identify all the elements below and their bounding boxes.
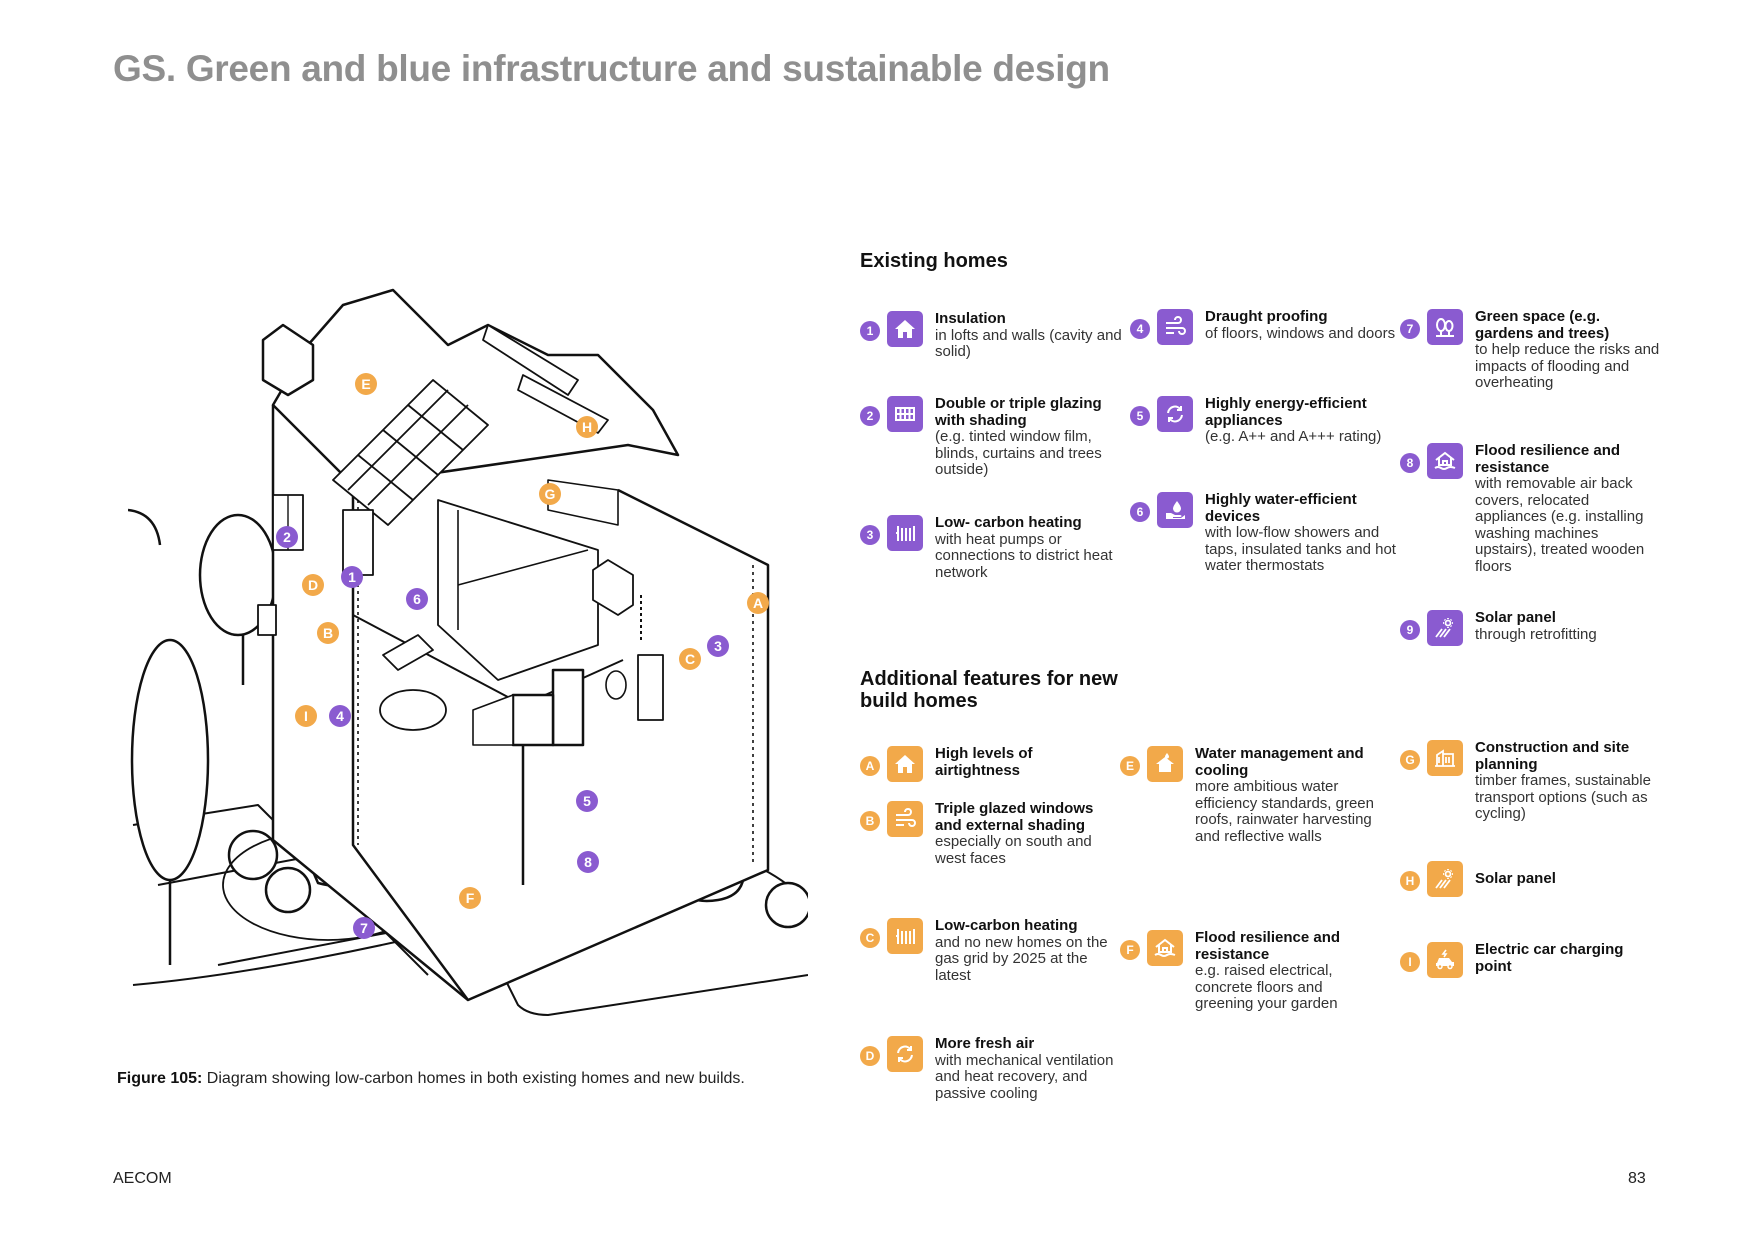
existing-item-green-space: 7 Green space (e.g. gardens and trees)to…: [1400, 308, 1660, 392]
new-item-badge: H: [1400, 871, 1420, 891]
new-item-desc: with mechanical ventilation and heat rec…: [935, 1051, 1114, 1102]
existing-homes-heading: Existing homes: [860, 250, 1008, 272]
new-item-title: Triple glazed windows and external shadi…: [935, 800, 1094, 834]
tree-left-tall: [130, 638, 210, 882]
new-item-desc: and no new homes on the gas grid by 2025…: [935, 933, 1108, 984]
recycle-arrows-icon: [1157, 396, 1193, 432]
existing-item-title: Insulation: [935, 310, 1006, 327]
existing-item-glazing: 2 Double or triple glazing with shading(…: [860, 395, 1130, 479]
existing-item-desc: (e.g. tinted window film, blinds, curtai…: [935, 428, 1102, 478]
electric-car-icon: [1427, 942, 1463, 978]
existing-item-title: Draught proofing: [1205, 308, 1328, 325]
existing-item-desc: in lofts and walls (cavity and solid): [935, 326, 1122, 360]
page-title: GS. Green and blue infrastructure and su…: [113, 48, 1110, 89]
footer-brand: AECOM: [113, 1170, 172, 1187]
new-item-badge: A: [860, 756, 880, 776]
existing-item-desc: with removable air back covers, relocate…: [1475, 475, 1645, 575]
existing-item-desc: with low-flow showers and taps, insulate…: [1205, 524, 1396, 574]
new-item-badge: C: [860, 928, 880, 948]
new-build-heading: Additional features for new build homes: [860, 668, 1118, 712]
existing-item-badge: 9: [1400, 620, 1420, 640]
new-item-title: More fresh air: [935, 1035, 1035, 1052]
existing-item-title: Green space (e.g. gardens and trees): [1475, 308, 1610, 342]
house-icon: [887, 746, 923, 782]
new-item-title: High levels of airtightness: [935, 745, 1033, 779]
new-item-title: Water management and cooling: [1195, 745, 1364, 779]
house-diagram-illustration: [128, 288, 808, 1016]
new-item-title: Low-carbon heating: [935, 917, 1078, 934]
new-item-badge: G: [1400, 750, 1420, 770]
figure-caption: Figure 105: Diagram showing low-carbon h…: [117, 1070, 745, 1088]
existing-item-title: Solar panel: [1475, 609, 1556, 626]
wind-icon: [887, 801, 923, 837]
new-item-badge: E: [1120, 756, 1140, 776]
solar-panel-icon: [1427, 861, 1463, 897]
existing-item-badge: 8: [1400, 453, 1420, 473]
new-item-badge: D: [860, 1046, 880, 1066]
radiator-icon: [887, 918, 923, 954]
new-item-desc: e.g. raised electrical, concrete floors …: [1195, 962, 1338, 1012]
existing-item-desc: to help reduce the risks and impacts of …: [1475, 341, 1660, 391]
new-item-ev-charging: I Electric car charging point: [1400, 941, 1660, 978]
new-item-desc: timber frames, sustainable transport opt…: [1475, 772, 1651, 822]
solar-panel-icon: [1427, 610, 1463, 646]
water-house-icon: [1147, 746, 1183, 782]
new-item-badge: I: [1400, 952, 1420, 972]
new-item-solar: H Solar panel: [1400, 861, 1660, 897]
new-item-desc: more ambitious water efficiency standard…: [1195, 778, 1374, 845]
existing-item-title: Highly energy-efficient appliances: [1205, 395, 1367, 429]
new-item-triple-glazed: B Triple glazed windows and external sha…: [860, 800, 1120, 867]
existing-item-appliances: 5 Highly energy-efficient appliances(e.g…: [1130, 395, 1400, 446]
new-item-title: Electric car charging point: [1475, 941, 1624, 975]
flood-house-icon: [1427, 443, 1463, 479]
new-item-desc: especially on south and west faces: [935, 833, 1092, 867]
existing-item-badge: 5: [1130, 406, 1150, 426]
existing-item-badge: 2: [860, 406, 880, 426]
radiator-icon: [887, 515, 923, 551]
existing-item-title: Flood resilience and resistance: [1475, 442, 1621, 476]
existing-item-desc: with heat pumps or connections to distri…: [935, 530, 1113, 581]
existing-item-title: Double or triple glazing with shading: [935, 395, 1102, 429]
existing-item-desc: through retrofitting: [1475, 625, 1597, 643]
new-item-title: Flood resilience and resistance: [1195, 929, 1341, 963]
window-grid-icon: [887, 396, 923, 432]
figure-caption-text: Diagram showing low-carbon homes in both…: [202, 1070, 745, 1087]
trees-icon: [1427, 309, 1463, 345]
water-hand-icon: [1157, 492, 1193, 528]
existing-item-desc: (e.g. A++ and A+++ rating): [1205, 428, 1382, 445]
house-icon: [887, 311, 923, 347]
recycle-arrows-icon: [887, 1036, 923, 1072]
existing-item-badge: 7: [1400, 319, 1420, 339]
existing-item-desc: of floors, windows and doors: [1205, 324, 1396, 342]
new-item-title: Construction and site planning: [1475, 739, 1630, 773]
new-item-airtightness: A High levels of airtightness: [860, 745, 1120, 782]
existing-item-badge: 4: [1130, 319, 1150, 339]
building-icon: [1427, 740, 1463, 776]
existing-item-badge: 3: [860, 525, 880, 545]
new-item-badge: F: [1120, 940, 1140, 960]
flood-house-icon: [1147, 930, 1183, 966]
figure-caption-label: Figure 105:: [117, 1070, 203, 1087]
new-item-title: Solar panel: [1475, 870, 1556, 887]
new-item-badge: B: [860, 811, 880, 831]
page-number: 83: [1628, 1170, 1646, 1187]
existing-item-title: Low- carbon heating: [935, 514, 1082, 531]
existing-item-badge: 6: [1130, 502, 1150, 522]
wind-icon: [1157, 309, 1193, 345]
house-roof: [271, 288, 680, 487]
existing-item-badge: 1: [860, 321, 880, 341]
chimney: [261, 323, 315, 397]
existing-item-title: Highly water-efficient devices: [1205, 491, 1357, 525]
